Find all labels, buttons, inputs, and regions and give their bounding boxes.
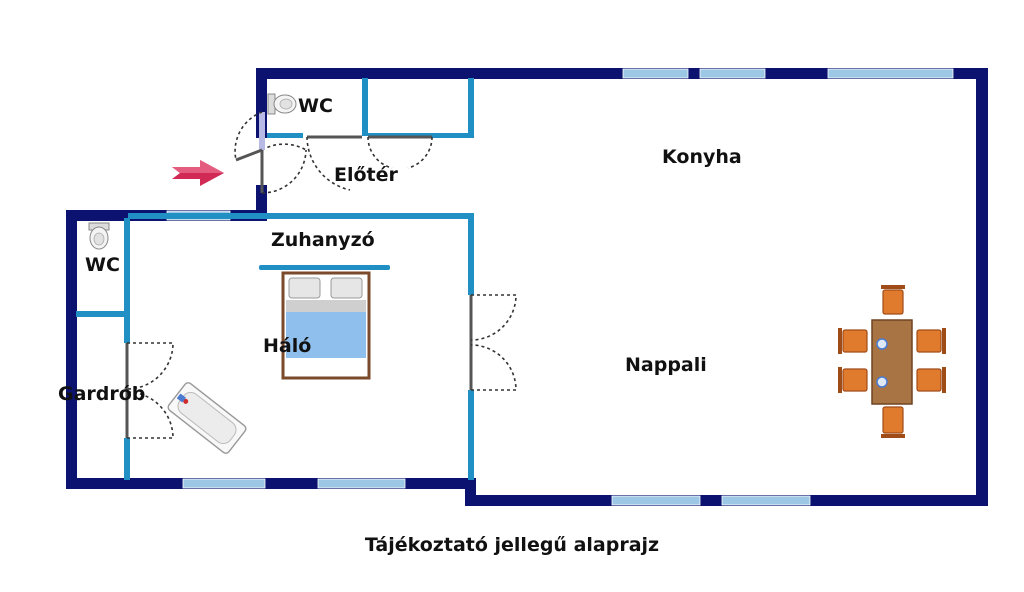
wall-closet-right bbox=[468, 78, 474, 136]
closet-door-swing bbox=[407, 136, 433, 169]
wall-entry-upper bbox=[256, 68, 267, 138]
room-label-nappali: Nappali bbox=[625, 354, 707, 376]
room-label-eloter: Előtér bbox=[334, 164, 399, 186]
closet-door-swing bbox=[367, 136, 393, 169]
double-bed-icon bbox=[281, 271, 371, 380]
wall-top bbox=[256, 68, 988, 79]
shower-screen bbox=[259, 265, 390, 270]
bedroom-door-swing bbox=[470, 344, 517, 391]
entrance-arrow-icon bbox=[172, 160, 224, 186]
wall-bedroom-right-lower bbox=[468, 390, 474, 480]
room-label-wc-top: WC bbox=[298, 95, 333, 117]
eloter-door-swing bbox=[306, 136, 351, 191]
bathtub-icon bbox=[167, 382, 247, 454]
wall-right bbox=[976, 68, 988, 506]
plan-caption: Tájékoztató jellegű alaprajz bbox=[365, 534, 659, 556]
wall-wc-left-bottom bbox=[76, 311, 128, 317]
wall-step-vertical bbox=[465, 478, 476, 506]
dining-table-icon bbox=[838, 285, 946, 438]
toilet-icon bbox=[88, 222, 110, 250]
wall-bedroom-top bbox=[128, 213, 474, 219]
room-label-zuhanyzo: Zuhanyzó bbox=[271, 229, 375, 251]
door-leaf bbox=[235, 148, 263, 162]
entrance-door-swing bbox=[261, 149, 307, 194]
wall-entry-lower bbox=[256, 185, 267, 221]
room-label-wc-left: WC bbox=[85, 254, 120, 276]
window bbox=[611, 495, 701, 506]
window bbox=[622, 68, 689, 79]
wall-bedroom-right-upper bbox=[468, 213, 474, 295]
toilet-icon bbox=[267, 93, 297, 115]
wall-wc-left-right bbox=[124, 218, 130, 343]
doors bbox=[125, 111, 517, 439]
wall-bottom-left bbox=[66, 478, 476, 489]
window bbox=[827, 68, 954, 79]
outer-walls bbox=[66, 68, 988, 506]
wall-left bbox=[66, 210, 77, 489]
window bbox=[317, 478, 406, 489]
gardrob-door-swing bbox=[126, 391, 174, 439]
room-label-gardrob: Gardrób bbox=[58, 383, 145, 405]
window bbox=[182, 478, 266, 489]
room-label-konyha: Konyha bbox=[662, 146, 742, 168]
window bbox=[699, 68, 766, 79]
entrance-door-swing bbox=[261, 143, 307, 151]
window bbox=[721, 495, 811, 506]
wall-gardrob-right bbox=[124, 438, 130, 480]
bedroom-door-swing bbox=[470, 294, 517, 341]
gardrob-door-swing bbox=[126, 342, 174, 390]
windows bbox=[166, 68, 954, 506]
chair bbox=[842, 289, 942, 434]
wall-wc-right bbox=[362, 78, 368, 136]
room-label-halo: Háló bbox=[263, 335, 311, 357]
wall-eloter-top bbox=[267, 133, 303, 138]
wc-door-swing bbox=[234, 111, 263, 161]
